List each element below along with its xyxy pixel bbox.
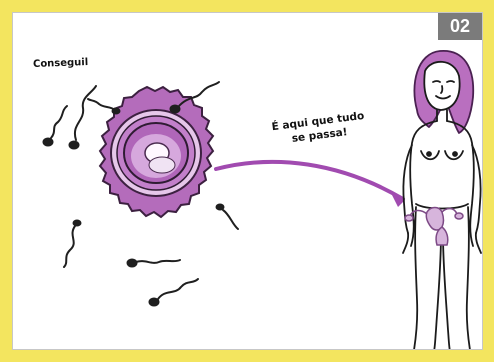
woman-figure-icon (403, 51, 481, 350)
sperm-speech-caption: Conseguil (33, 57, 89, 70)
arrow-icon (216, 162, 405, 207)
comic-panel: 02 (12, 12, 483, 350)
ovum-icon (100, 87, 213, 217)
